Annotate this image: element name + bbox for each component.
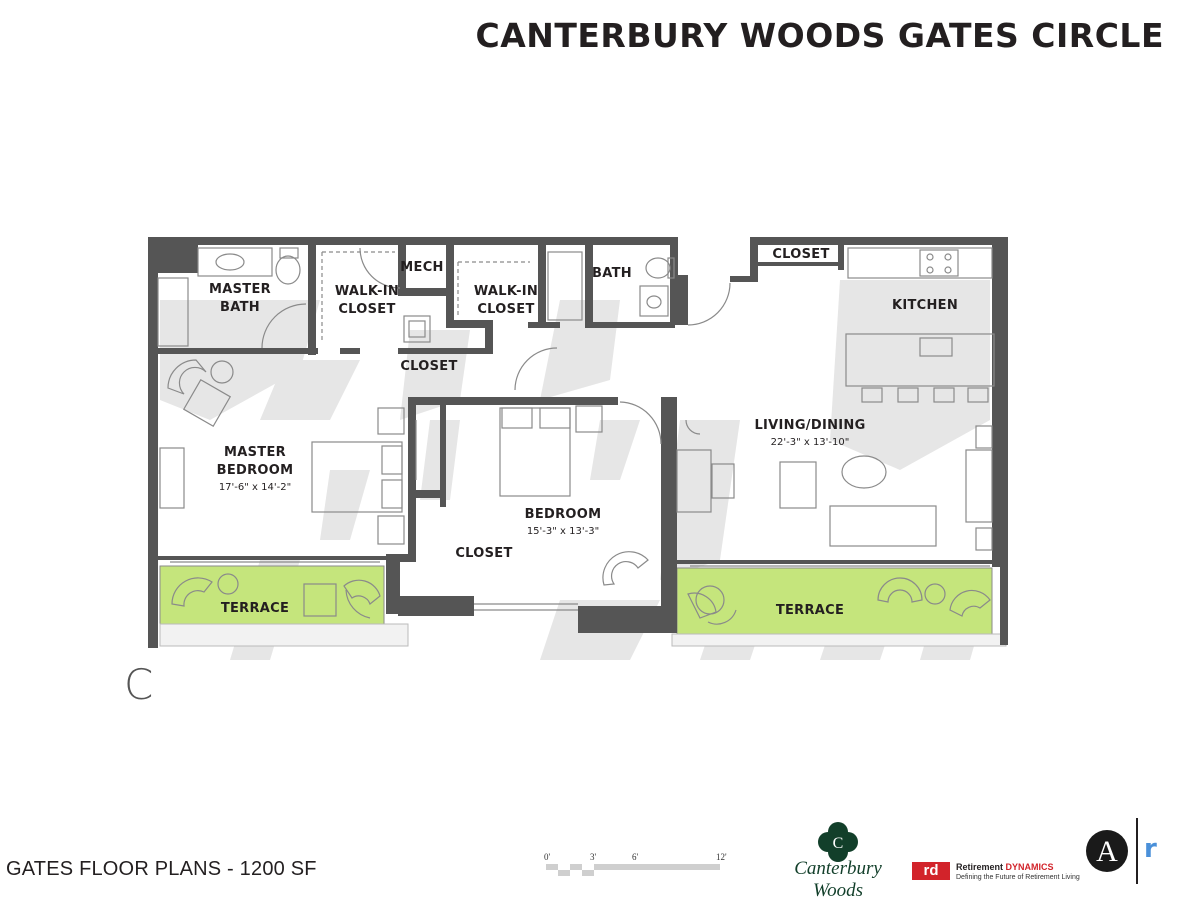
terrace-right-edge	[671, 633, 1007, 647]
terrace-right-floor	[676, 567, 993, 635]
canterbury-woods-wordmark: Canterbury Woods	[794, 858, 882, 901]
fixtures	[157, 247, 995, 625]
footer-title: GATES FLOOR PLANS - 1200 SF	[6, 858, 317, 880]
scale-bar: 0' 3' 6' 12'	[544, 852, 727, 876]
scale-label-0: 0'	[544, 852, 551, 862]
terrace-left-edge	[159, 623, 409, 647]
label-mech: MECH	[400, 260, 443, 275]
architect-r-mark: r	[1144, 834, 1157, 864]
rd-name-b: DYNAMICS	[1005, 862, 1054, 872]
label-closet-bedroom: CLOSET	[455, 546, 512, 561]
rd-mark: rd	[912, 862, 950, 880]
architect-logo: A	[1086, 830, 1128, 872]
rd-name-a: Retirement	[956, 862, 1006, 872]
rd-tagline: Defining the Future of Retirement Living	[956, 874, 1080, 881]
label-master-bedroom-1: MASTER	[224, 445, 286, 460]
page-title: CANTERBURY WOODS GATES CIRCLE	[475, 16, 1164, 55]
label-bedroom: BEDROOM	[525, 507, 602, 522]
canterbury-emblem-letter: C	[833, 835, 844, 852]
walls	[148, 237, 1008, 648]
label-walkin-closet-1b: CLOSET	[338, 302, 395, 317]
label-master-bath-1: MASTER	[209, 282, 271, 297]
label-bedroom-dim: 15'-3" x 13'-3"	[527, 526, 599, 537]
label-terrace-right: TERRACE	[776, 603, 844, 618]
scale-label-12: 12'	[716, 852, 727, 862]
label-walkin-closet-2b: CLOSET	[477, 302, 534, 317]
label-master-bedroom-2: BEDROOM	[217, 463, 294, 478]
scale-label-3: 3'	[590, 852, 597, 862]
canterbury-woods-emblem: C	[818, 822, 858, 862]
room-labels: MASTER BATH WALK-IN CLOSET MECH WALK-IN …	[209, 247, 958, 618]
label-walkin-closet-1a: WALK-IN	[335, 284, 399, 299]
label-kitchen: KITCHEN	[892, 298, 958, 313]
label-living-dining: LIVING/DINING	[754, 418, 865, 433]
label-bath: BATH	[592, 266, 632, 281]
label-walkin-closet-2a: WALK-IN	[474, 284, 538, 299]
label-master-bath-2: BATH	[220, 300, 260, 315]
unit-letter: C	[124, 660, 154, 709]
label-master-bedroom-dim: 17'-6" x 14'-2"	[219, 482, 291, 493]
logo-divider	[1136, 818, 1138, 884]
label-terrace-left: TERRACE	[221, 601, 289, 616]
rd-name: Retirement DYNAMICS	[956, 862, 1054, 872]
label-living-dining-dim: 22'-3" x 13'-10"	[771, 437, 850, 448]
label-closet-mid: CLOSET	[400, 359, 457, 374]
scale-label-6: 6'	[632, 852, 639, 862]
label-closet-top: CLOSET	[772, 247, 829, 262]
canterbury-woods-logo: Canterbury Woods	[768, 824, 908, 901]
